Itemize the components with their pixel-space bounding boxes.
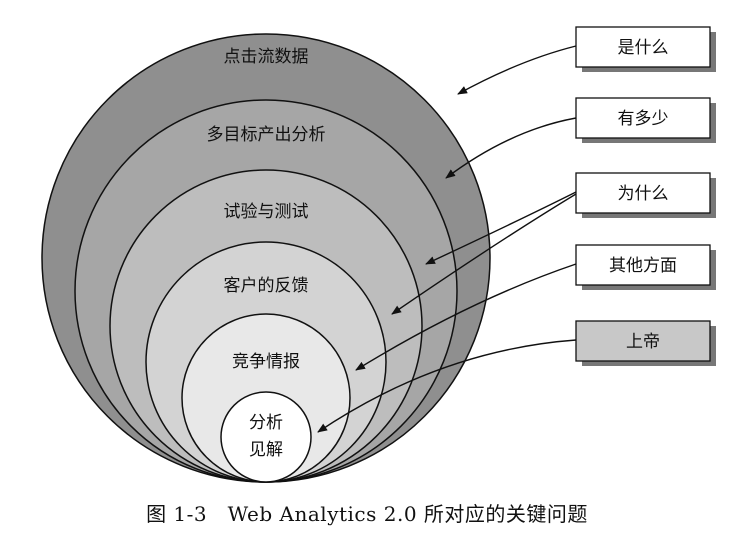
question-why-label: 为什么 [618, 184, 669, 204]
question-how-much-label: 有多少 [618, 109, 669, 129]
arrow-god [317, 339, 577, 433]
nested-circles-diagram: 点击流数据 多目标产出分析 试验与测试 客户的反馈 竞争情报 分析 见解 是什么… [41, 26, 716, 483]
ring-label-competitive-intelligence: 竞争情报 [232, 352, 300, 372]
ring-label-insights-line1: 分析 [249, 413, 283, 433]
question-other-box: 其他方面 [575, 244, 716, 290]
ring-label-multi-outcome: 多目标产出分析 [207, 125, 326, 145]
ring-label-voice-of-customer: 客户的反馈 [224, 276, 309, 296]
question-god-label: 上帝 [626, 332, 660, 352]
question-what-box: 是什么 [575, 26, 716, 72]
arrow-why-2 [391, 193, 577, 315]
ring-insights [220, 391, 312, 483]
figure-caption: 图 1-3 Web Analytics 2.0 所对应的关键问题 [146, 502, 588, 526]
ring-label-clickstream: 点击流数据 [224, 47, 309, 67]
question-why-box: 为什么 [575, 172, 716, 218]
question-how-much-box: 有多少 [575, 97, 716, 143]
arrow-how-much [445, 117, 577, 179]
ring-label-experimentation: 试验与测试 [224, 202, 309, 222]
ring-label-insights-line2: 见解 [249, 440, 283, 460]
arrow-other [355, 263, 577, 371]
arrow-why-1 [425, 191, 577, 265]
connector-arrows [317, 45, 577, 433]
question-what-label: 是什么 [618, 38, 669, 58]
arrow-what [457, 45, 577, 95]
question-other-label: 其他方面 [609, 256, 677, 276]
question-god-box: 上帝 [575, 320, 716, 366]
